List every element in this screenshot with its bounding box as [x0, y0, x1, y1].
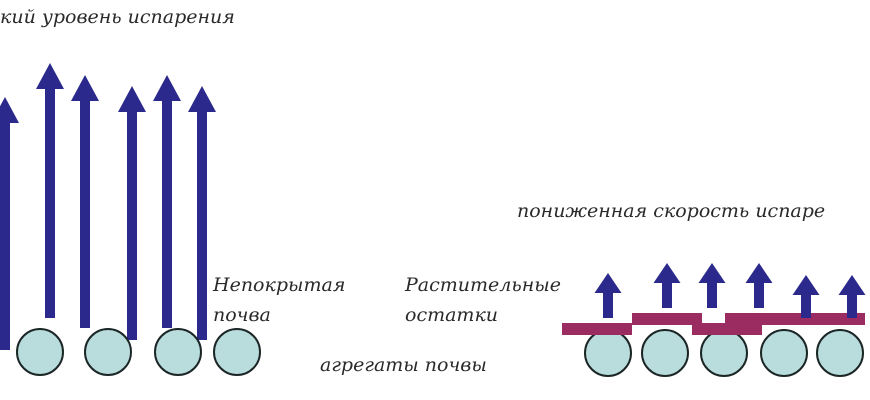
soil-aggregates-label: агрегаты почвы — [320, 354, 487, 376]
bare-soil-label-line2: почва — [213, 304, 271, 326]
plant-residue-segment — [752, 323, 762, 325]
soil-aggregate — [16, 328, 64, 376]
evaporation-arrow-icon — [0, 97, 19, 350]
reduced-evaporation-arrow-icon — [698, 263, 726, 308]
soil-aggregate — [700, 329, 748, 377]
reduced-evaporation-arrow-icon — [594, 273, 622, 318]
evaporation-arrow-icon — [71, 75, 99, 328]
soil-aggregate — [641, 329, 689, 377]
plant-residue-segment — [692, 323, 762, 335]
evaporation-arrow-icon — [188, 86, 216, 340]
evaporation-arrow-icon — [36, 63, 64, 318]
soil-aggregate — [154, 328, 202, 376]
soil-aggregate — [213, 328, 261, 376]
bare-soil-label-line1: Непокрытая — [213, 274, 346, 296]
reduced-evaporation-arrow-icon — [653, 263, 681, 308]
reduced-evaporation-arrow-icon — [745, 263, 773, 308]
plant-residue-segment — [725, 313, 865, 325]
soil-aggregate — [816, 329, 864, 377]
plant-residue-segment — [562, 323, 632, 335]
reduced-evaporation-label: пониженная скорость испаре — [517, 200, 826, 222]
plant-residue-segment — [632, 313, 702, 325]
high-evaporation-label: кий уровень испарения — [0, 6, 235, 28]
evaporation-arrow-icon — [153, 75, 181, 328]
reduced-evaporation-arrow-icon — [792, 275, 820, 318]
soil-aggregate — [584, 329, 632, 377]
reduced-evaporation-arrow-icon — [838, 275, 866, 318]
residue-label-line1: Растительные — [405, 274, 561, 296]
evaporation-arrow-icon — [118, 86, 146, 340]
soil-aggregate — [84, 328, 132, 376]
soil-aggregate — [760, 329, 808, 377]
residue-label-line2: остатки — [405, 304, 499, 326]
